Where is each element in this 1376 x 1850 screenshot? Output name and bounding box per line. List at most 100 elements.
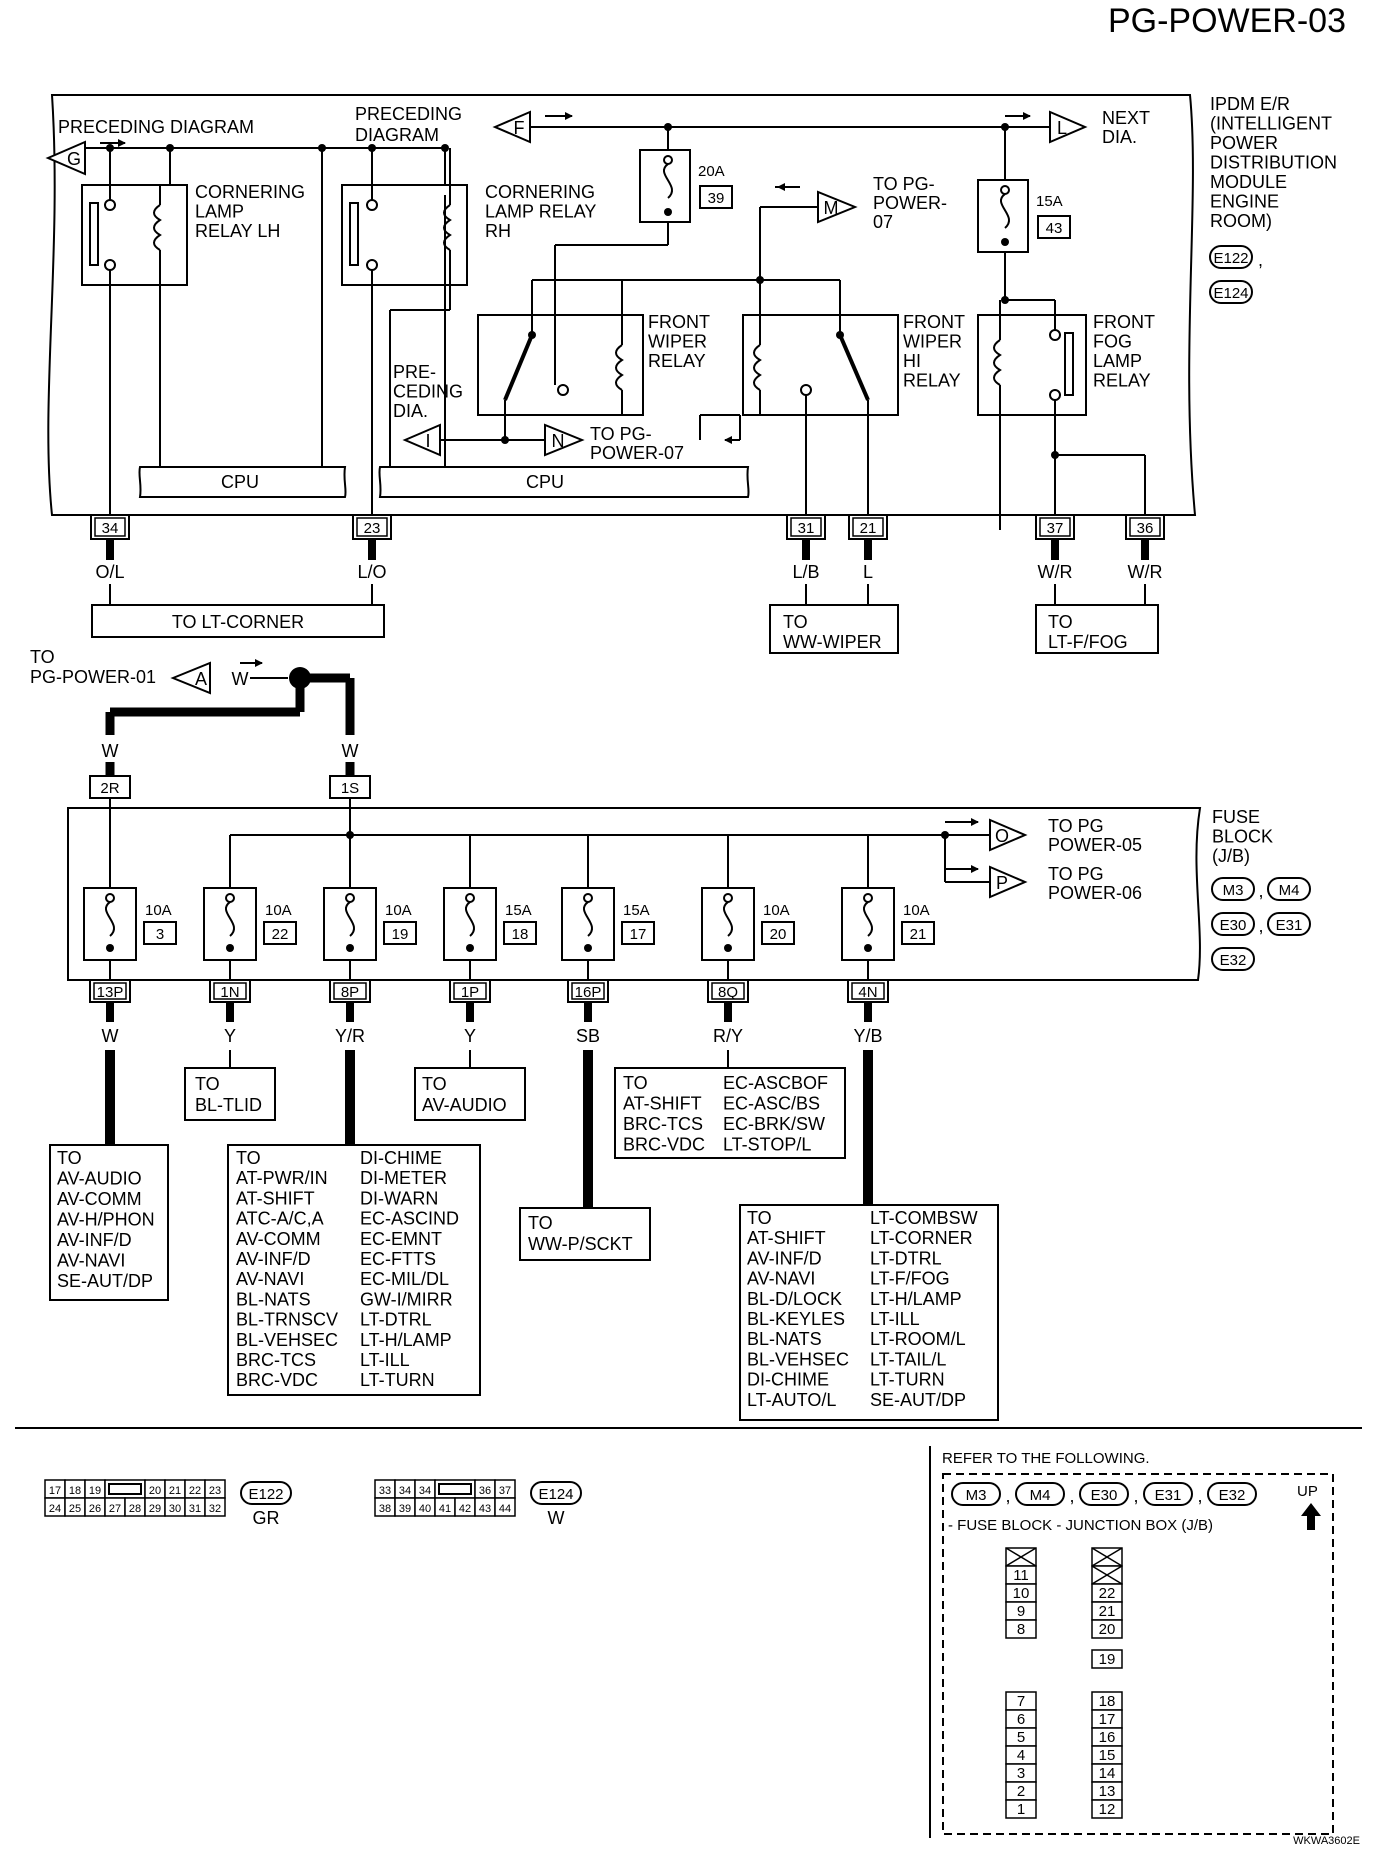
fuse-amperage: 15A [623,902,650,919]
connector-g: G [45,140,86,176]
fuse-position: 9 [1017,1603,1025,1620]
to-m-line: TO PG- [873,174,935,194]
relay-lh-line: RELAY LH [195,221,280,241]
connector-id-oval [1209,280,1253,304]
fuse20-dest-line: EC-ASCBOF [723,1073,828,1093]
fuse19-dest-line: AV-COMM [236,1229,321,1249]
connector-l: L [1049,110,1088,144]
relay-rh-line: LAMP RELAY [485,202,596,222]
connector-separator: , [1258,250,1263,270]
fuse21-dest-line: LT-AUTO/L [747,1390,836,1410]
pin-number: 34 [419,1485,431,1497]
fuse-connector: 13P [97,984,124,1001]
lt-ffog-line: TO [1048,612,1073,632]
fuse-number: 18 [512,926,529,943]
fuse-position: 12 [1099,1801,1116,1818]
refer-heading: REFER TO THE FOLLOWING. [942,1450,1150,1467]
pin-number: 34 [399,1485,411,1497]
fuse21-dest-line: LT-F/FOG [870,1269,950,1289]
fuse-number: 20 [770,926,787,943]
fuse19-dest-line: EC-MIL/DL [360,1269,449,1289]
connector-id-oval [1143,1482,1193,1506]
connector-face-id: E122 [248,1486,283,1503]
pin-number: 43 [479,1503,491,1515]
fuse21-dest-line: LT-CORNER [870,1228,973,1248]
to-p-line: POWER-06 [1048,883,1142,903]
fuse20-dest-line: LT-STOP/L [723,1135,811,1155]
fuse-position: 15 [1099,1747,1116,1764]
preceding-diagram-f: PRECEDING [355,104,462,124]
fuse-position: 18 [1099,1693,1116,1710]
connector-face-color: W [548,1508,565,1528]
pin-number: 23 [209,1485,221,1497]
svg-text:L: L [1057,118,1067,138]
connector-id-oval [1207,1482,1257,1506]
fuse-block-label-line: (J/B) [1212,846,1250,866]
ipdm-terminal-34: 34O/L [90,514,130,605]
to-pg01-line: TO [30,647,55,667]
wiper-hi-relay-line: FRONT [903,312,965,332]
pin-number: 31 [189,1503,201,1515]
wire-color: Y [464,1026,476,1046]
fuse21-dest-line: BL-NATS [747,1329,822,1349]
fuse19-dest-line: LT-TURN [360,1370,435,1390]
fuse21-dest-line: SE-AUT/DP [870,1390,966,1410]
fuse19-dest-line: DI-CHIME [360,1148,442,1168]
pin-number: 37 [499,1485,511,1497]
fuse21-dest-line: BL-VEHSEC [747,1349,849,1369]
to-n-line: TO PG- [590,424,652,444]
fuse-39: 20A 39 [639,127,733,223]
fuse-position: 10 [1013,1585,1030,1602]
fuse21-dest-line: BL-D/LOCK [747,1289,842,1309]
fuse-connector: 8Q [718,984,738,1001]
fuse19-dest-line: DI-WARN [360,1188,438,1208]
fuse-number: 21 [910,926,927,943]
pin-number: 30 [169,1503,181,1515]
connector-id: E32 [1219,1487,1246,1504]
terminal-number: 31 [798,520,815,537]
ipdm-module: IPDM E/R(INTELLIGENTPOWERDISTRIBUTIONMOD… [47,94,1337,516]
refer-panel: REFER TO THE FOLLOWING. M3,M4,E30,E31,E3… [929,1446,1334,1838]
fuse20-dest-line: TO [623,1073,648,1093]
fuse-row: 10A313PW10A221NY10A198PY/R15A181PY15A171… [83,835,935,1208]
pin-number: 27 [109,1503,121,1515]
fuse19-dest-line: TO [236,1148,261,1168]
fuse-position: 20 [1099,1621,1116,1638]
fuse19-dest-line: DI-METER [360,1168,447,1188]
svg-text:I: I [425,431,430,451]
svg-text:N: N [552,431,565,451]
connector-id: E32 [1220,952,1247,969]
svg-text:39: 39 [708,190,725,207]
fuse20-dest-line: EC-BRK/SW [723,1114,825,1134]
to-lt-corner-box: TO LT-CORNER [91,604,385,638]
preceding-i-line: PRE- [393,362,436,382]
fuse20-dest-line: BRC-VDC [623,1135,705,1155]
fuse-position: 1 [1017,1801,1025,1818]
fog-relay-line: FOG [1093,332,1132,352]
wire-color: Y/B [853,1026,882,1046]
svg-text:O: O [995,826,1009,846]
preceding-i-line: DIA. [393,401,428,421]
fuse3-dest-line: SE-AUT/DP [57,1271,153,1291]
to-pg-power-07-m: TO PG-POWER-07 [873,174,947,232]
wire-color: L/O [357,562,386,582]
connector-id: M3 [1223,882,1244,899]
fuse-amperage: 10A [145,902,172,919]
connector-p: P [989,865,1028,899]
ipdm-label-line: ENGINE [1210,192,1279,212]
lt-ffog-line: LT-F/FOG [1048,632,1128,652]
terminal-number: 21 [860,520,877,537]
connector-separator: , [1197,1486,1202,1506]
connector-id: M3 [966,1487,987,1504]
fuse19-dest-line: AV-NAVI [236,1269,304,1289]
fuse19-dest-line: LT-ILL [360,1350,410,1370]
